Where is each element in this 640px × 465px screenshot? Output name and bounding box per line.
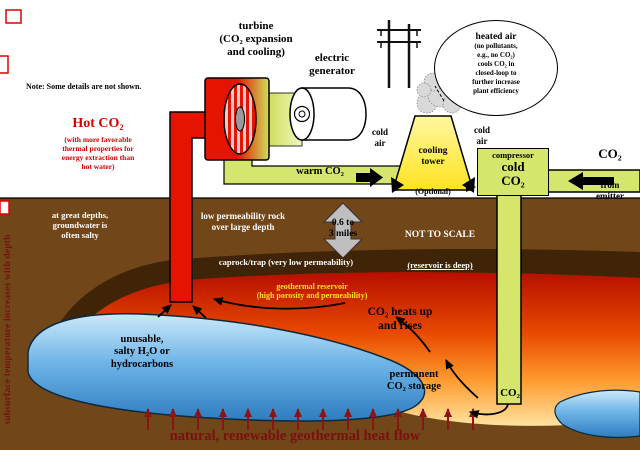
cold-air-arrow-left xyxy=(391,177,404,193)
not-to-scale-title: NOT TO SCALE xyxy=(404,229,476,240)
cold-air-left-label: cold air xyxy=(371,127,388,148)
note-text: Note: Some details are not shown. xyxy=(26,82,142,91)
warm-co2-label: warm CO₂ xyxy=(296,166,344,177)
cooling-tower-label: cooling tower (Optional) xyxy=(399,127,467,215)
compressor-box: compressor cold CO₂ xyxy=(477,148,549,196)
heat-flow-arrows xyxy=(144,408,477,430)
cooling-tower-title: cooling tower xyxy=(418,145,448,168)
cold-air-right-label: cold air xyxy=(473,125,490,146)
reservoir-deep-note: (reservoir is deep) xyxy=(407,259,473,270)
emitter-co2: CO₂ xyxy=(598,145,622,161)
heats-up-label: CO₂ heats up and rises xyxy=(367,306,433,332)
callout-leader-line xyxy=(434,85,445,102)
heated-air-body: (no pollutants, e.g., no CO₂) cools CO₂ … xyxy=(472,42,520,96)
cold-co2-label: cold CO₂ xyxy=(501,159,525,188)
turbine-label: turbine (CO₂ expansion and cooling) xyxy=(219,20,293,58)
groundwater-note: at great depths, groundwater is often sa… xyxy=(51,210,109,241)
caprock-layer xyxy=(52,249,640,348)
heated-air-callout: heated air (no pollutants, e.g., no CO₂)… xyxy=(434,20,558,116)
heated-air-title: heated air xyxy=(475,32,517,42)
low-permeability-label: low permeability rock over large depth xyxy=(200,211,286,232)
cooling-tower-note: (Optional) xyxy=(415,187,451,197)
depth-range-label: 0.6 to 3 miles xyxy=(328,218,358,240)
saline-water-right xyxy=(554,389,640,439)
generator-label: electric generator xyxy=(309,52,355,77)
depth-axis-label: subsurface temperature increases with de… xyxy=(3,234,13,425)
pipe-co2-label: CO₂ xyxy=(500,387,520,399)
hot-co2-label: Hot CO₂ xyxy=(72,116,124,131)
emitter-flow-arrow xyxy=(568,172,614,190)
cooling-tower-graphic xyxy=(391,115,476,193)
transmission-tower-icon xyxy=(377,20,421,88)
red-marker-boxes xyxy=(0,9,22,215)
cold-co2-pipe xyxy=(496,169,640,405)
depth-scale-arrow xyxy=(322,202,364,259)
emitter-note: from emitter xyxy=(596,180,624,201)
coil-icon xyxy=(293,105,311,123)
warm-co2-arrow xyxy=(356,168,383,187)
heat-flow-caption: natural, renewable geothermal heat flow xyxy=(169,428,421,444)
emitter-label: CO₂ from emitter xyxy=(582,127,638,220)
compressor-label: compressor xyxy=(492,150,534,160)
permanent-storage-label: permanent CO₂ storage xyxy=(386,369,442,393)
not-to-scale-label: NOT TO SCALE (reservoir is deep) xyxy=(382,211,498,289)
saline-water-body xyxy=(27,313,426,422)
caprock-label: caprock/trap (very low permeability) xyxy=(218,257,354,267)
hot-co2-note: (with more favorable thermal properties … xyxy=(61,135,135,171)
to-compressor-arrow xyxy=(466,182,476,192)
reservoir-flow-arrows xyxy=(157,297,509,419)
generator-graphic xyxy=(289,87,367,141)
unusable-water-label: unusable, salty H₂O or hydrocarbons xyxy=(110,334,174,370)
reservoir-label: geothermal reservoir (high porosity and … xyxy=(256,282,368,301)
turbine-graphic xyxy=(204,77,303,161)
